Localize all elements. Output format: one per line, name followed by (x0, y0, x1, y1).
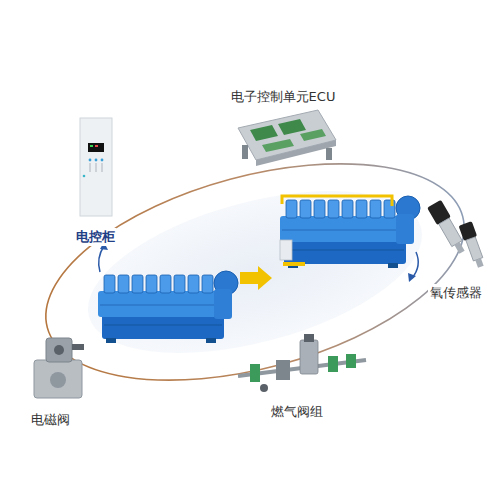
valve (346, 354, 356, 368)
ecu-connector (326, 148, 332, 160)
rotation-arrow (99, 246, 104, 272)
solenoid-coil (46, 338, 72, 362)
cabinet-switch (102, 163, 103, 172)
solenoid-valve (34, 338, 84, 398)
ecu-edge (256, 140, 336, 166)
ecu-circuit (278, 119, 306, 135)
cable-gland (72, 344, 84, 350)
cabinet-label: 电控柜 (74, 228, 117, 246)
rotation-arrowhead (408, 273, 416, 282)
upgrade-arrow (240, 266, 272, 290)
ecu-circuit (250, 125, 278, 141)
sensor-tip (475, 258, 483, 268)
cabinet-button (95, 159, 98, 162)
sensor-tip (454, 242, 464, 254)
cabinet-body (80, 118, 112, 216)
engine-control-module (280, 240, 292, 260)
sensor-body (439, 218, 462, 247)
cabinet-button (89, 159, 92, 162)
valve-body (276, 360, 290, 380)
valve-handle (260, 384, 268, 392)
control-cabinet (80, 118, 112, 216)
inner-field (71, 160, 440, 384)
cabinet-switch (90, 163, 91, 172)
rotation-arrow (412, 252, 418, 278)
gas-engine (280, 196, 420, 268)
cabinet-lamp (83, 175, 86, 178)
cabinet-switch (96, 163, 97, 172)
regulator-cap (304, 334, 314, 342)
valve (250, 364, 260, 382)
ecu-connector (242, 145, 248, 159)
coil-cap (54, 345, 64, 355)
component-label: 电子控制单元ECU (229, 88, 338, 106)
display-led (95, 145, 98, 147)
component-label: 氧传感器 (428, 284, 484, 302)
component-label: 电磁阀 (29, 411, 72, 429)
valve-port (50, 372, 66, 388)
sensor-body (466, 237, 483, 261)
cabinet-display (88, 143, 104, 152)
cabinet-button (101, 159, 104, 162)
display-led (90, 145, 93, 147)
ecu-unit (238, 110, 336, 166)
valve (328, 356, 338, 372)
engine-base-mark (283, 262, 305, 266)
ecu-circuit (300, 129, 326, 141)
oxygen-sensor (459, 221, 488, 269)
gas-valve-group (238, 334, 366, 392)
component-label: 燃气阀组 (269, 403, 325, 421)
pressure-regulator (300, 340, 318, 374)
ecu-circuit (262, 139, 294, 152)
gas-engine (98, 271, 238, 343)
fuel-rail (282, 196, 392, 206)
valve-housing (34, 360, 82, 398)
